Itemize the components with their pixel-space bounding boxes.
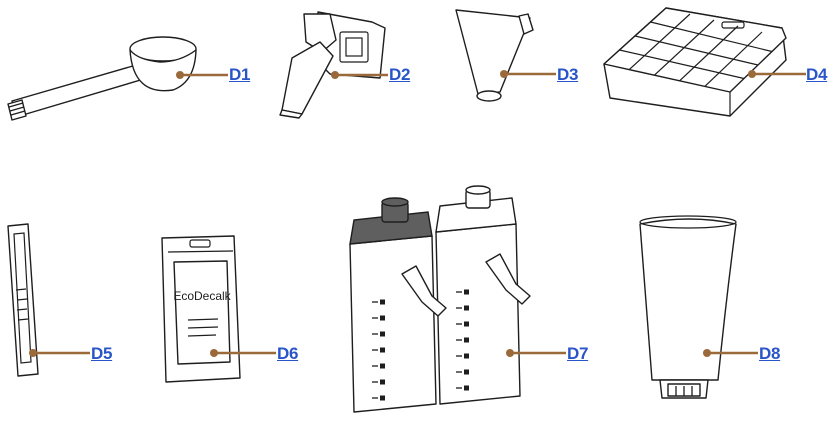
milk-container-icon — [349, 185, 531, 413]
scale-mark — [464, 321, 469, 327]
scale-mark — [380, 347, 385, 353]
scale-mark — [464, 289, 469, 295]
callout-d4[interactable]: D4 — [806, 65, 828, 84]
callout-d8[interactable]: D8 — [759, 344, 781, 363]
scale-mark — [380, 379, 385, 385]
scale-mark — [464, 305, 469, 311]
d1-leader — [176, 71, 228, 79]
d4-leader — [748, 70, 806, 78]
d5-leader — [29, 349, 90, 357]
scale-mark — [380, 363, 385, 369]
scale-mark — [380, 299, 385, 305]
scale-mark — [380, 331, 385, 337]
callout-d3[interactable]: D3 — [557, 65, 579, 84]
scale-mark — [464, 369, 469, 375]
cleaning-brush-scoop-icon — [7, 36, 197, 121]
d7-leader — [506, 349, 566, 357]
d6-leader — [210, 349, 276, 357]
water-filter-icon — [639, 215, 737, 399]
d2-leader — [331, 71, 388, 79]
test-strip-icon — [7, 223, 39, 377]
scale-mark — [464, 337, 469, 343]
milk-nozzle-icon — [279, 11, 386, 119]
callout-d2[interactable]: D2 — [389, 65, 411, 84]
scale-mark — [380, 395, 385, 401]
funnel-icon — [455, 9, 534, 102]
callout-d6[interactable]: D6 — [277, 344, 299, 363]
descaler-brand-text: EcoDecalk — [173, 289, 231, 303]
scale-mark — [464, 353, 469, 359]
d8-leader — [703, 349, 758, 357]
descaler-pack-icon — [161, 235, 241, 383]
callout-d1[interactable]: D1 — [229, 65, 251, 84]
scale-mark — [380, 315, 385, 321]
ice-cube-tray-icon — [603, 7, 787, 117]
callout-d7[interactable]: D7 — [567, 344, 589, 363]
d3-leader — [500, 70, 556, 78]
scale-mark — [464, 385, 469, 391]
callout-d5[interactable]: D5 — [91, 344, 113, 363]
